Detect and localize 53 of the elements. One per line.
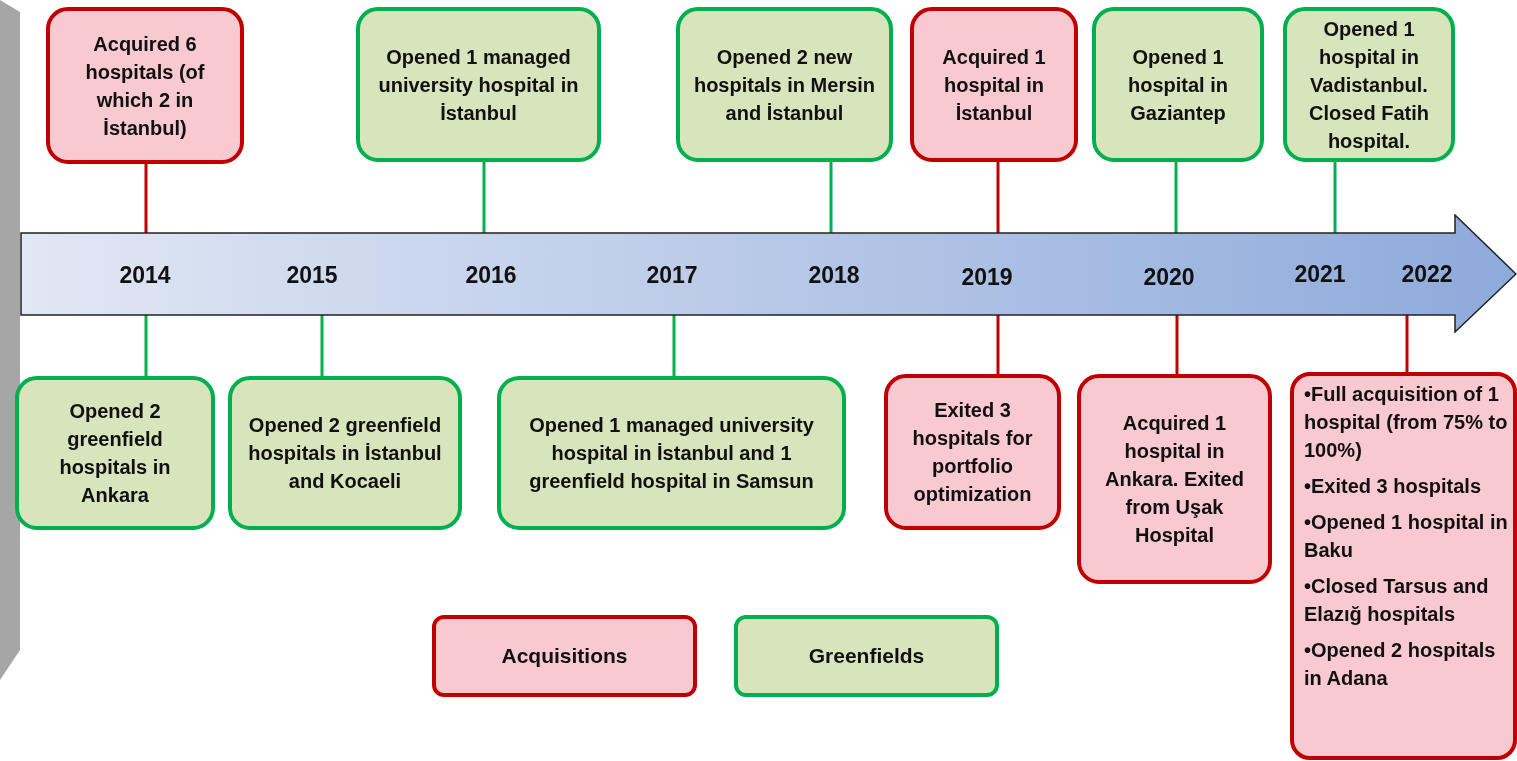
- bullet-item: •Closed Tarsus and Elazığ hospitals: [1304, 574, 1490, 627]
- connector-line: [320, 315, 324, 376]
- year-label: 2019: [961, 263, 1013, 291]
- connector-line: [144, 164, 148, 233]
- event-text: Opened 2 new hospitals in Mersin and İstanbul: [692, 44, 877, 126]
- year-label: 2015: [286, 261, 338, 289]
- year-label: 2018: [808, 261, 860, 289]
- event-text: Acquired 1 hospital in İstanbul: [941, 44, 1047, 126]
- side-bar: [0, 0, 20, 680]
- bullet-item: •Opened 2 hospitals in Adana: [1304, 638, 1497, 691]
- connector-line: [829, 162, 833, 233]
- event-text: Acquired 1 hospital in Ankara. Exited from Uşak Hospital: [1104, 411, 1245, 548]
- connector-line: [996, 162, 1000, 233]
- event-box: [1290, 372, 1517, 760]
- legend-text: Greenfields: [808, 644, 925, 668]
- bullet-item: •Exited 3 hospitals: [1304, 474, 1483, 499]
- event-box: [228, 376, 462, 530]
- event-box: [910, 7, 1078, 162]
- event-box: [1092, 7, 1264, 162]
- event-box: [46, 7, 244, 164]
- event-box: [1283, 7, 1455, 162]
- event-text: Opened 1 hospital in Vadistanbul. Closed Fatih hospital.: [1308, 16, 1430, 154]
- event-text: Exited 3 hospitals for portfolio optimization: [911, 398, 1034, 507]
- event-text: Opened 1 hospital in Gaziantep: [1127, 44, 1229, 126]
- event-text: Opened 2 greenfield hospitals in İstanbul and Kocaeli: [247, 413, 443, 494]
- event-text: Opened 2 greenfield hospitals in Ankara: [58, 399, 172, 508]
- bullet-item: •Opened 1 hospital in Baku: [1304, 510, 1509, 563]
- year-label: 2020: [1143, 263, 1195, 291]
- timeline-bar: [20, 214, 1517, 333]
- bullet-item: •Full acquisition of 1 hospital (from 75% to 100%): [1304, 382, 1509, 463]
- connector-line: [1174, 162, 1178, 233]
- event-box: [15, 376, 215, 530]
- year-label: 2016: [465, 261, 517, 289]
- connector-line: [1405, 315, 1409, 372]
- connector-line: [144, 315, 148, 376]
- year-label: 2022: [1401, 260, 1453, 288]
- connector-line: [672, 315, 676, 376]
- connector-line: [996, 315, 1000, 374]
- event-text: Acquired 6 hospitals (of which 2 in İstanbul): [84, 31, 206, 141]
- connector-line: [1175, 315, 1179, 374]
- connector-line: [482, 162, 486, 233]
- connector-line: [1333, 162, 1337, 233]
- year-label: 2021: [1294, 260, 1346, 288]
- event-box: [1077, 374, 1272, 584]
- event-box: [676, 7, 893, 162]
- year-label: 2017: [646, 261, 698, 289]
- event-text: Opened 1 managed university hospital in İstanbul and 1 greenfield hospital in Samsun: [528, 413, 815, 494]
- year-label: 2014: [119, 261, 171, 289]
- event-box: [497, 376, 846, 530]
- event-box: [356, 7, 601, 162]
- legend-text: Acquisitions: [501, 644, 628, 668]
- event-text: Opened 1 managed university hospital in İstanbul: [377, 44, 580, 126]
- event-box: [884, 374, 1061, 530]
